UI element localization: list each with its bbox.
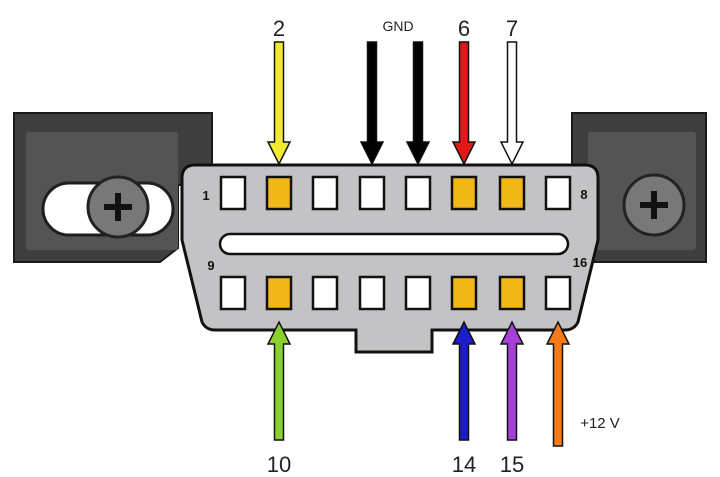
- pin-label-10: 10: [267, 452, 291, 477]
- pin-6: [450, 175, 478, 211]
- pin-number-1: 1: [202, 188, 209, 203]
- pin-10: [265, 275, 293, 311]
- pin-9: [219, 275, 247, 311]
- pin-label-15: 15: [500, 452, 524, 477]
- pin-label-2: 2: [273, 16, 285, 41]
- pin-label-6: 6: [458, 16, 470, 41]
- arrow-pin-6: [451, 41, 477, 166]
- pin-number-16: 16: [573, 255, 587, 270]
- right-mounting-bracket: [571, 112, 707, 263]
- arrow-pin-14: [451, 320, 477, 441]
- pins-layer: [219, 175, 572, 311]
- gnd-label: GND: [382, 18, 413, 34]
- voltage-label: +12 V: [580, 415, 620, 432]
- arrow-pin-4: [359, 41, 385, 166]
- pin-14: [450, 275, 478, 311]
- pin-4: [358, 175, 386, 211]
- pin-label-14: 14: [452, 452, 476, 477]
- pin-3: [311, 175, 339, 211]
- pin-15: [498, 275, 526, 311]
- arrow-pin-15: [499, 320, 525, 441]
- pin-number-8: 8: [580, 187, 587, 202]
- pin-13: [404, 275, 432, 311]
- pin-12: [358, 275, 386, 311]
- pin-2: [265, 175, 293, 211]
- arrow-pin-2: [266, 41, 292, 166]
- pin-label-7: 7: [506, 16, 518, 41]
- pin-16: [544, 275, 572, 311]
- pin-1: [219, 175, 247, 211]
- arrows-layer: 2 6 7 10 14 15: [266, 16, 571, 477]
- pin-11: [311, 275, 339, 311]
- left-mounting-bracket: [13, 112, 213, 263]
- arrow-pin-5: [405, 41, 431, 166]
- arrow-pin-10: [266, 320, 292, 441]
- arrow-pin-7: [499, 41, 525, 166]
- center-divider-slot: [218, 232, 570, 256]
- pin-8: [544, 175, 572, 211]
- pin-5: [404, 175, 432, 211]
- arrow-pin-16: [545, 320, 571, 447]
- pin-number-9: 9: [207, 258, 214, 273]
- pin-7: [498, 175, 526, 211]
